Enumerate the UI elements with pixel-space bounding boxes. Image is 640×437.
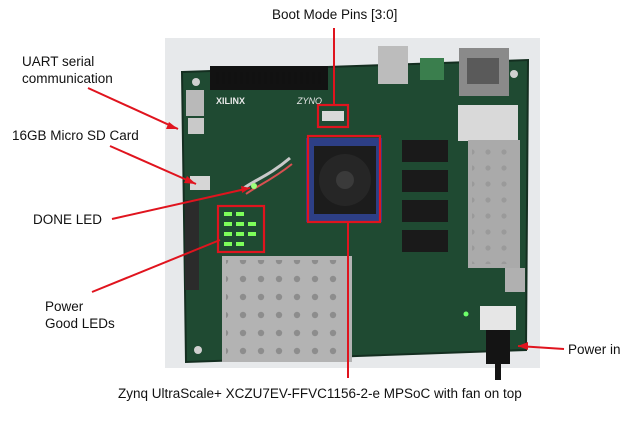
mpsoc-fan bbox=[306, 138, 382, 222]
pcb-board: XILINX ZYNQ bbox=[180, 46, 530, 380]
ddr-chip-4 bbox=[402, 230, 448, 252]
power-good-led-array bbox=[224, 212, 256, 246]
ddr-chip-1 bbox=[402, 140, 448, 162]
green-sticker bbox=[420, 58, 444, 80]
power-in-arrowhead bbox=[518, 342, 528, 350]
arrowheads bbox=[166, 122, 528, 350]
fan-cable bbox=[243, 156, 291, 190]
sd-card-label: 16GB Micro SD Card bbox=[12, 128, 139, 143]
usb3-port bbox=[505, 268, 525, 292]
ddr-chip-3 bbox=[402, 200, 448, 222]
power-in-label: Power in bbox=[568, 342, 621, 357]
brand-silkscreen: XILINX bbox=[216, 96, 245, 106]
sd-card-leader bbox=[109, 145, 197, 185]
power-good-label: Power Good LEDs bbox=[45, 298, 115, 332]
power-good-leader bbox=[91, 239, 221, 293]
power-jack bbox=[486, 330, 510, 364]
done-led-leader bbox=[111, 187, 251, 220]
pmod-headers bbox=[185, 200, 199, 290]
power-good-label-line1: Power bbox=[45, 299, 84, 314]
boot-mode-label: Boot Mode Pins [3:0] bbox=[272, 7, 398, 22]
done-arrowhead bbox=[241, 186, 250, 193]
boot-mode-switch bbox=[322, 111, 344, 121]
mpsoc-box bbox=[306, 134, 382, 224]
uart-label-line2: communication bbox=[22, 71, 113, 86]
power-led bbox=[463, 311, 469, 317]
uart-usb-port bbox=[186, 90, 204, 116]
power-switch bbox=[480, 306, 516, 330]
sd-card-slot bbox=[190, 176, 210, 190]
uart-arrowhead bbox=[166, 122, 178, 129]
uart-label-line1: UART serial bbox=[22, 54, 95, 69]
done-led-label: DONE LED bbox=[33, 212, 103, 227]
power-good-leds-box bbox=[216, 204, 266, 254]
shield-cover bbox=[222, 256, 352, 362]
done-led-glow bbox=[251, 183, 257, 189]
power-good-label-line2: Good LEDs bbox=[45, 316, 115, 331]
usb-connector bbox=[188, 118, 204, 134]
usb-stack bbox=[378, 46, 408, 84]
uart-label: UART serial communication bbox=[22, 53, 113, 87]
uart-leader bbox=[87, 87, 179, 130]
mpsoc-label: Zynq UltraScale+ XCZU7EV-FFVC1156-2-e MP… bbox=[118, 386, 522, 401]
sd-arrowhead bbox=[184, 176, 196, 184]
label-sticker bbox=[458, 105, 518, 141]
product-silkscreen: ZYNQ bbox=[296, 96, 322, 106]
ddr-chip-2 bbox=[402, 170, 448, 192]
